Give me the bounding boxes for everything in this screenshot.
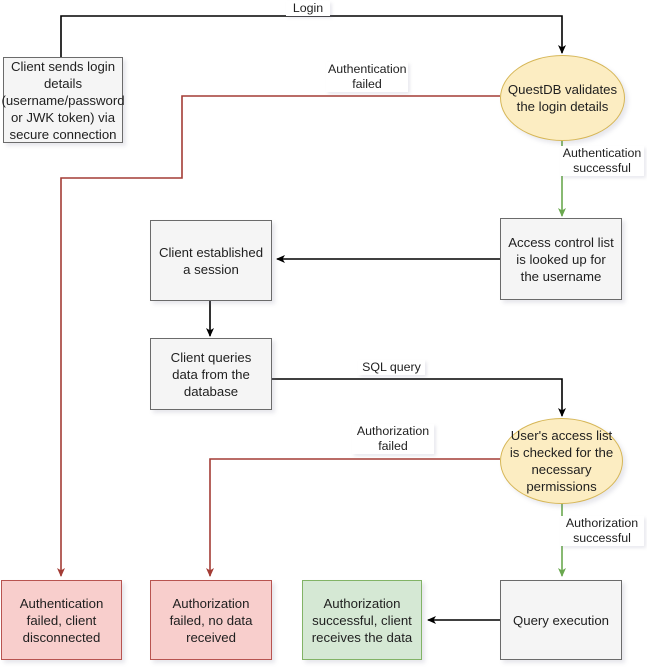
node-access-control-list-lookup[interactable]: Access control list is looked up for the… [500, 218, 622, 300]
edge-authorization-failed [206, 458, 500, 577]
edge-label-login: Login [286, 1, 330, 16]
edge-label-authorization-successful: Authorization successful [560, 516, 644, 546]
node-query-execution[interactable]: Query execution [500, 580, 622, 660]
node-authorization-failed[interactable]: Authorization failed, no data received [150, 580, 272, 660]
node-label: Client sends login details (username/pas… [1, 58, 125, 142]
node-questdb-validates[interactable]: QuestDB validates the login details [500, 55, 625, 141]
node-authorization-successful[interactable]: Authorization successful, client receive… [302, 580, 422, 660]
node-label: Authorization successful, client receive… [311, 595, 413, 645]
edge-authentication-failed [57, 95, 500, 577]
node-client-queries-data[interactable]: Client queries data from the database [150, 338, 272, 410]
node-label: Authorization failed, no data received [169, 595, 253, 645]
edge-label-authentication-failed: Authentication failed [326, 62, 408, 92]
node-authentication-failed[interactable]: Authentication failed, client disconnect… [1, 580, 122, 660]
node-label: Authentication failed, client disconnect… [19, 595, 104, 645]
node-label: Client established a session [158, 244, 264, 277]
edge-label-authorization-failed: Authorization failed [352, 424, 434, 454]
node-label: User's access list is checked for the ne… [509, 428, 614, 494]
edge-login [60, 15, 566, 57]
node-user-access-list-checked[interactable]: User's access list is checked for the ne… [500, 418, 623, 504]
edge-label-sql-query: SQL query [358, 360, 425, 375]
node-label: Client queries data from the database [170, 349, 252, 399]
node-label: Query execution [512, 612, 610, 628]
node-label: Access control list is looked up for the… [508, 234, 614, 284]
edge-sql-query [272, 378, 566, 417]
node-client-sends-login-details[interactable]: Client sends login details (username/pas… [1, 57, 125, 143]
node-label: QuestDB validates the login details [507, 82, 618, 114]
node-client-established-session[interactable]: Client established a session [150, 220, 272, 301]
edge-label-authentication-successful: Authentication successful [560, 146, 644, 176]
